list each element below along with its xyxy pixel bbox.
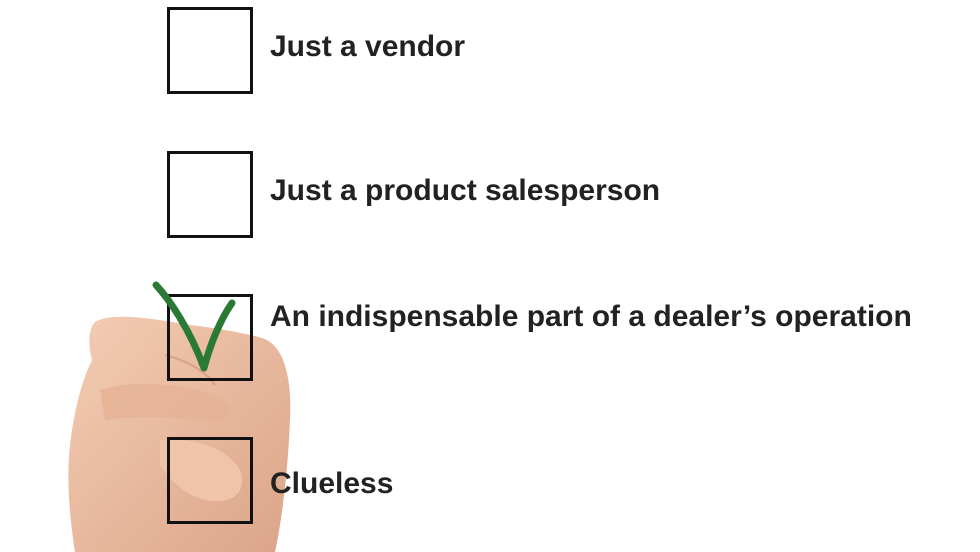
option-label-just-a-product-salesperson: Just a product salesperson	[270, 174, 661, 207]
option-label-just-a-vendor: Just a vendor	[270, 30, 466, 63]
checkbox-just-a-product-salesperson[interactable]	[167, 151, 253, 238]
option-label-indispensable-part: An indispensable part of a dealer’s oper…	[270, 300, 912, 333]
checkbox-indispensable-part[interactable]	[167, 294, 253, 381]
checkbox-clueless[interactable]	[167, 437, 253, 524]
checkbox-just-a-vendor[interactable]	[167, 7, 253, 94]
option-label-clueless: Clueless	[270, 467, 394, 500]
